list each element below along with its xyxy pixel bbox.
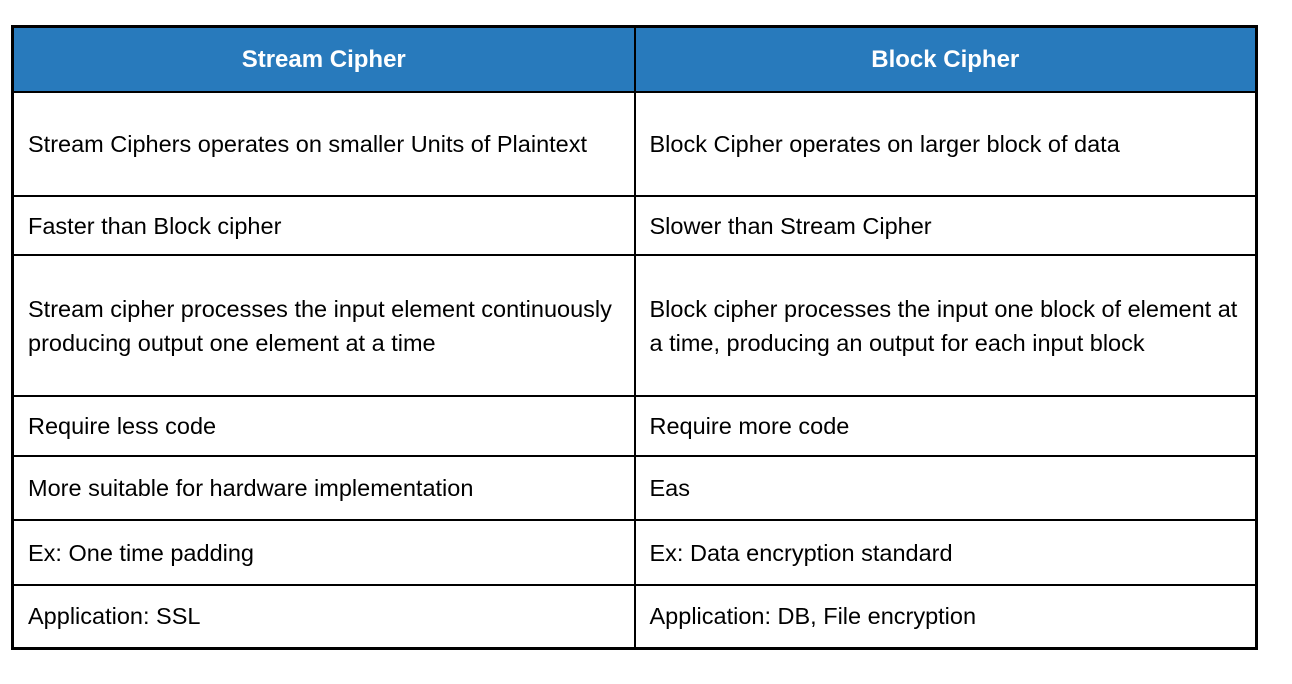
table-row: Stream Ciphers operates on smaller Units… bbox=[11, 91, 1258, 197]
stream-cipher-cell: More suitable for hardware implementatio… bbox=[11, 455, 636, 521]
block-cipher-cell: Application: DB, File encryption bbox=[633, 584, 1258, 649]
stream-cipher-cell: Require less code bbox=[11, 395, 636, 457]
stream-cipher-cell: Application: SSL bbox=[11, 584, 636, 649]
table-row: Application: SSL Application: DB, File e… bbox=[11, 584, 1258, 649]
stream-cipher-cell: Faster than Block cipher bbox=[11, 195, 636, 256]
block-cipher-cell: Ex: Data encryption standard bbox=[633, 519, 1258, 586]
header-row: Stream Cipher Block Cipher bbox=[11, 25, 1258, 93]
cipher-comparison-table: Stream Cipher Block Cipher Stream Cipher… bbox=[11, 25, 1258, 650]
block-cipher-cell: Block Cipher operates on larger block of… bbox=[633, 91, 1258, 197]
table-row: Stream cipher processes the input elemen… bbox=[11, 254, 1258, 397]
table-row: More suitable for hardware implementatio… bbox=[11, 455, 1258, 521]
block-cipher-cell: Eas bbox=[633, 455, 1258, 521]
stream-cipher-cell: Stream Ciphers operates on smaller Units… bbox=[11, 91, 636, 197]
table-body: Stream Ciphers operates on smaller Units… bbox=[11, 91, 1258, 649]
table-header: Stream Cipher Block Cipher bbox=[11, 25, 1258, 93]
stream-cipher-cell: Stream cipher processes the input elemen… bbox=[11, 254, 636, 397]
stream-cipher-cell: Ex: One time padding bbox=[11, 519, 636, 586]
table-row: Faster than Block cipher Slower than Str… bbox=[11, 195, 1258, 256]
table-row: Require less code Require more code bbox=[11, 395, 1258, 457]
block-cipher-cell: Block cipher processes the input one blo… bbox=[633, 254, 1258, 397]
block-cipher-cell: Slower than Stream Cipher bbox=[633, 195, 1258, 256]
block-cipher-header: Block Cipher bbox=[633, 25, 1258, 93]
block-cipher-cell: Require more code bbox=[633, 395, 1258, 457]
stream-cipher-header: Stream Cipher bbox=[11, 25, 636, 93]
table-row: Ex: One time padding Ex: Data encryption… bbox=[11, 519, 1258, 586]
